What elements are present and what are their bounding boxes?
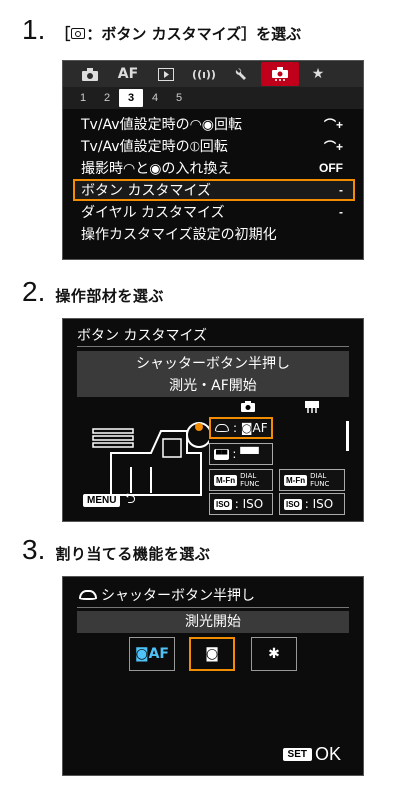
step-1-number: 1.	[22, 14, 46, 45]
step-3-heading: 3. 割り当てる機能を選ぶ	[22, 534, 210, 566]
step-2-title: 操作部材を選ぶ	[55, 287, 164, 305]
menu-subtabs: 1 2 3 4 5	[63, 87, 363, 109]
screen-title-text: シャッターボタン半押し	[101, 588, 255, 604]
tab-wrench-icon[interactable]	[223, 62, 261, 86]
banner-control-name: シャッターボタン半押し	[136, 356, 290, 372]
customize-buttons-screen: ボタン カスタマイズ シャッターボタン半押し 測光・AF開始 : ◙AF ▀▀ …	[62, 318, 364, 522]
mfn-badge: M-Fn	[214, 474, 238, 486]
banner-function-name: 測光・AF開始	[169, 378, 257, 394]
iso-still-button[interactable]: ISO : ISO	[209, 493, 273, 515]
shutter-button-icon	[215, 424, 229, 432]
shutter-half-press-still-button[interactable]: : ◙AF	[209, 417, 273, 439]
ok-label: OK	[314, 744, 341, 764]
option-ae-lock[interactable]: ✱	[251, 637, 297, 671]
custom-camera-icon	[71, 28, 86, 39]
menu-item-customize-dials[interactable]: ダイヤル カスタマイズ -	[63, 201, 363, 223]
title-divider	[77, 607, 349, 608]
selected-function-banner: 測光開始	[77, 611, 349, 633]
set-label: SET	[282, 748, 312, 761]
menu-item-label: 撮影時◠と◉の入れ換え	[81, 161, 232, 177]
still-column-camera-icon	[241, 401, 255, 415]
assigned-function: DIAL FUNC	[240, 472, 260, 488]
iso-badge: ISO	[284, 498, 302, 510]
camera-body-diagram-icon	[92, 422, 209, 496]
set-ok-button[interactable]: SET OK	[282, 744, 341, 765]
menu-item-value: ⌒+	[323, 139, 343, 154]
mfn-movie-button[interactable]: M-Fn DIAL FUNC	[279, 469, 345, 491]
menu-list: Tv/Av値設定時の◠◉回転 ⌒+ Tv/Av値設定時の⦶回転 ⌒+ 撮影時◠と…	[63, 109, 363, 245]
step-1-title: ：ボタン カスタマイズ］を選ぶ	[86, 25, 302, 43]
step-2-heading: 2. 操作部材を選ぶ	[22, 276, 164, 308]
menu-item-value: ⌒+	[323, 117, 343, 132]
menu-item-label: 操作カスタマイズ設定の初期化	[81, 227, 277, 243]
menu-item-swap-dials[interactable]: 撮影時◠と◉の入れ換え OFF	[63, 157, 363, 179]
screen-title: ボタン カスタマイズ	[77, 328, 208, 344]
step-3-number: 3.	[22, 534, 46, 565]
menu-item-customize-buttons[interactable]: ボタン カスタマイズ -	[63, 179, 363, 201]
menu-back-button[interactable]: MENU ⮌	[83, 491, 136, 509]
subtab-5[interactable]: 5	[175, 92, 183, 104]
menu-label: MENU	[83, 493, 121, 507]
assigned-function: : ISO	[304, 497, 334, 511]
menu-item-clear-customization[interactable]: 操作カスタマイズ設定の初期化	[63, 223, 363, 245]
title-divider	[77, 346, 349, 347]
tab-playback-icon[interactable]	[147, 62, 185, 86]
movie-record-button-setting[interactable]: ▀▀ : ▀▀	[209, 443, 273, 465]
step-2-number: 2.	[22, 276, 46, 307]
assigned-function: : ◙AF	[233, 421, 268, 435]
assigned-function: : ISO	[234, 497, 264, 511]
asterisk-icon: ✱	[268, 646, 280, 662]
option-metering-af-start[interactable]: ◙AF	[129, 637, 175, 671]
movie-column-icon	[305, 401, 319, 416]
tab-my-menu-star-icon[interactable]: ★	[311, 66, 325, 82]
iso-movie-button[interactable]: ISO : ISO	[279, 493, 345, 515]
shutter-button-icon	[79, 590, 97, 600]
subtab-2[interactable]: 2	[103, 92, 111, 104]
step-3-title: 割り当てる機能を選ぶ	[55, 545, 211, 563]
menu-item-label: ダイヤル カスタマイズ	[81, 205, 225, 221]
menu-item-label: ボタン カスタマイズ	[81, 183, 212, 199]
menu-item-tv-av-dial-direction[interactable]: Tv/Av値設定時の◠◉回転 ⌒+	[63, 113, 363, 135]
mfn-still-button[interactable]: M-Fn DIAL FUNC	[209, 469, 273, 491]
iso-badge: ISO	[214, 498, 232, 510]
tab-af[interactable]: AF	[117, 66, 139, 82]
menu-item-value: -	[339, 183, 343, 197]
tab-custom-functions-icon[interactable]	[261, 62, 299, 86]
metering-af-icon: ◙AF	[135, 646, 169, 662]
screen-title: シャッターボタン半押し	[79, 585, 255, 605]
metering-icon: ◙	[205, 646, 219, 662]
subtab-1[interactable]: 1	[79, 92, 87, 104]
menu-item-value: OFF	[319, 161, 343, 175]
mfn-badge: M-Fn	[284, 474, 308, 486]
assigned-function: DIAL FUNC	[310, 472, 330, 488]
subtab-4[interactable]: 4	[151, 92, 159, 104]
menu-tabs: AF ((ı)) ★	[63, 61, 363, 87]
tab-shooting-camera-icon[interactable]	[71, 62, 109, 86]
scrollbar[interactable]	[346, 421, 349, 451]
menu-item-label: Tv/Av値設定時の⦶回転	[81, 139, 228, 155]
movie-icon: ▀▀	[214, 448, 230, 460]
option-metering-start[interactable]: ◙	[189, 637, 235, 671]
tab-wireless-icon[interactable]: ((ı))	[192, 67, 216, 81]
step-1-bracket-open: ［	[55, 25, 71, 43]
assign-function-screen: シャッターボタン半押し 測光開始 ◙AF ◙ ✱ SET OK	[62, 576, 364, 776]
menu-item-tv-av-ring-direction[interactable]: Tv/Av値設定時の⦶回転 ⌒+	[63, 135, 363, 157]
menu-item-label: Tv/Av値設定時の◠◉回転	[81, 117, 243, 133]
subtab-3[interactable]: 3	[119, 89, 143, 107]
step-1-heading: 1. ［ ：ボタン カスタマイズ］を選ぶ	[22, 14, 301, 46]
menu-screen-custom-functions: AF ((ı)) ★ 1 2 3 4 5 Tv/Av値設定時の◠◉回転 ⌒+ T…	[62, 60, 364, 260]
menu-item-value: -	[339, 205, 343, 219]
return-arrow-icon: ⮌	[124, 491, 136, 507]
selected-control-banner: シャッターボタン半押し 測光・AF開始	[77, 351, 349, 397]
